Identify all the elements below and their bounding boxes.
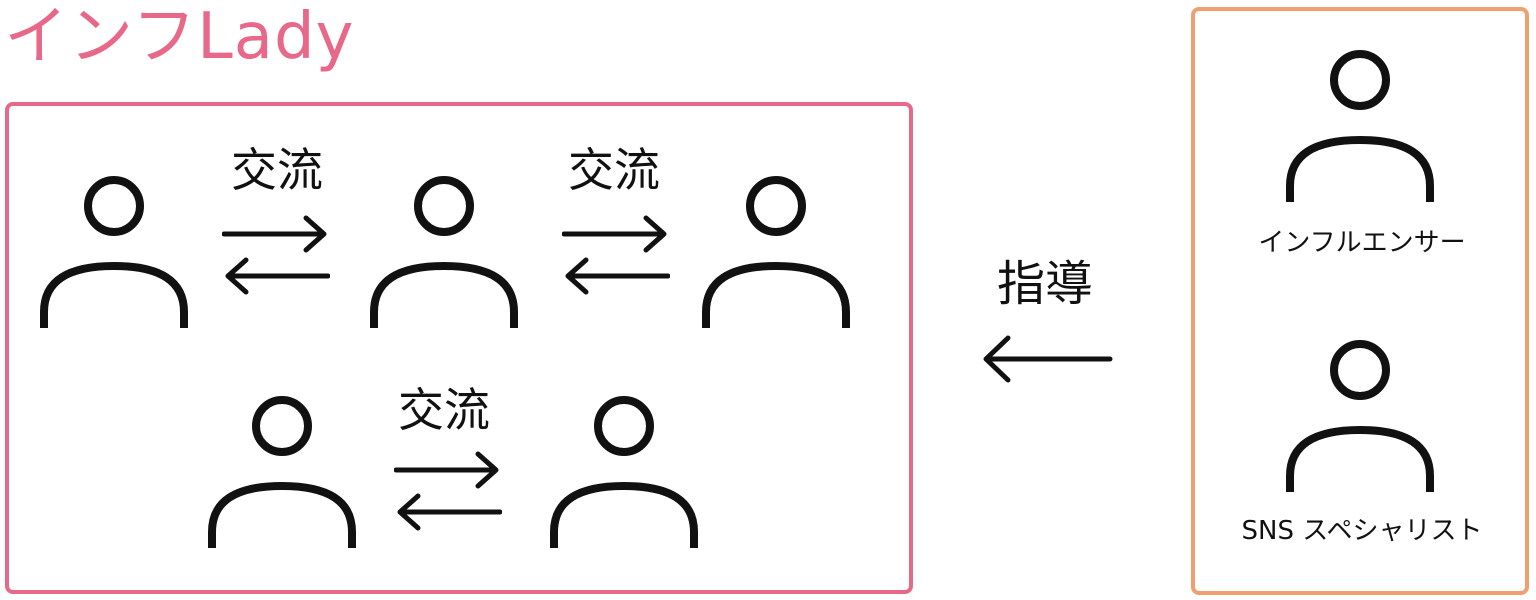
guidance-label: 指導 — [996, 256, 1093, 312]
left-arrow-icon — [978, 332, 1114, 386]
bidirectional-arrow-icon — [222, 212, 330, 296]
bidirectional-arrow-icon — [562, 212, 670, 296]
person-icon — [548, 392, 700, 552]
person-icon — [38, 172, 190, 332]
sns-specialist-person-icon — [1284, 336, 1436, 496]
influencer-label: インフルエンサー — [1258, 228, 1466, 258]
page-title: インフLady — [4, 0, 355, 74]
exchange-label: 交流 — [398, 383, 490, 437]
bidirectional-arrow-icon — [394, 448, 502, 532]
sns-specialist-label: SNS スペシャリスト — [1241, 516, 1483, 546]
person-icon — [700, 172, 852, 332]
person-icon — [368, 172, 520, 332]
exchange-label: 交流 — [568, 143, 660, 197]
influencer-person-icon — [1284, 46, 1436, 206]
exchange-label: 交流 — [231, 143, 323, 197]
person-icon — [206, 392, 358, 552]
